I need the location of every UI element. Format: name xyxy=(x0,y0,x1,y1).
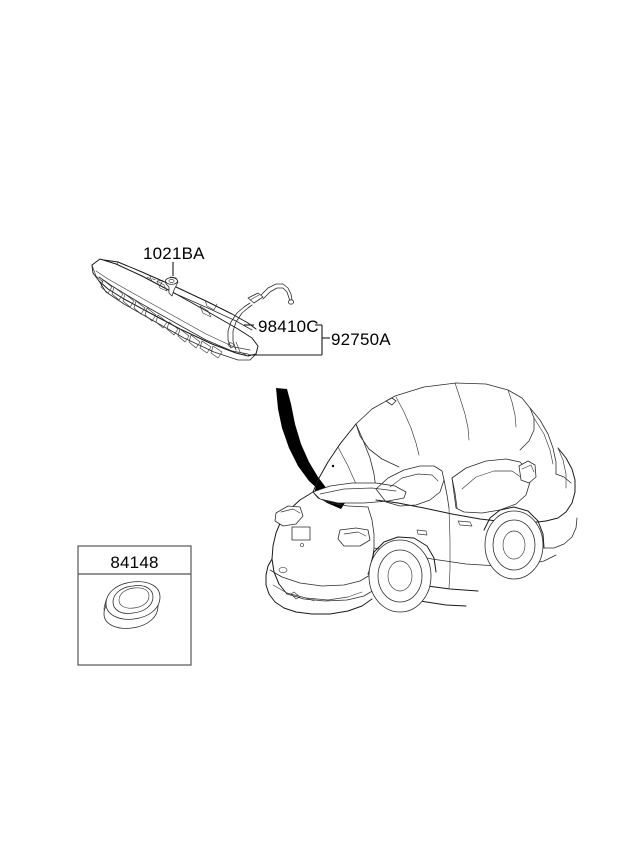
tail-lamp-right xyxy=(337,527,371,547)
rear-bumper-upper-crease xyxy=(269,569,371,587)
clip-head-center xyxy=(168,279,175,283)
stop-lamp-wire-harness xyxy=(227,283,294,351)
door-shut-line xyxy=(448,507,451,589)
side-mirror-glass xyxy=(521,464,535,473)
harness-wire-lower xyxy=(227,302,251,349)
harness-connector-seam xyxy=(249,294,260,301)
harness-terminal-end xyxy=(287,299,294,305)
clip-insertion-axis xyxy=(139,275,167,283)
b-pillar xyxy=(443,479,450,509)
part-label-98410c: 98410C xyxy=(258,317,319,336)
roof-seam-mid xyxy=(454,382,470,441)
front-door-window xyxy=(451,458,531,514)
front-fender-top xyxy=(545,447,576,522)
rear-quarter-window-inner xyxy=(389,473,439,488)
front-hood-edge xyxy=(555,473,572,484)
front-wheel-hub xyxy=(502,530,526,560)
rear-bumper-lower-crease xyxy=(272,584,363,601)
led-segment xyxy=(188,334,201,349)
windshield-a-pillar xyxy=(529,407,557,475)
hatch-marker-dot xyxy=(331,464,335,468)
callout-leader-bracket xyxy=(244,324,330,356)
vehicle-illustration xyxy=(265,382,578,615)
lamp-right-endcap xyxy=(235,341,249,357)
led-segment xyxy=(111,286,124,301)
lamp-bottom-lip xyxy=(98,280,257,361)
tailgate-handle-marker xyxy=(300,543,304,547)
roof-rear-left-edge xyxy=(355,423,400,468)
rear-wheel-rim xyxy=(377,549,423,603)
front-door-window-inner xyxy=(461,470,523,490)
tail-lamp-right-inner xyxy=(343,531,367,537)
inset-detail-box: 84148 xyxy=(77,545,192,666)
harness-wire-lower-2 xyxy=(232,304,253,351)
rear-wheel-arch xyxy=(369,536,437,573)
rear-spoiler-crease xyxy=(319,487,397,495)
part-label-1021ba: 1021BA xyxy=(143,244,205,263)
license-plate-recess xyxy=(291,526,311,541)
lamp-tab-right xyxy=(204,299,218,311)
hatch-glass-bottom-edge xyxy=(312,491,369,508)
bumper-detail-left xyxy=(290,591,301,600)
tailgate-left-edge xyxy=(271,491,314,595)
rear-wheel-hub xyxy=(387,560,413,592)
grommet-illustration xyxy=(103,581,161,629)
bumper-reflector-left xyxy=(278,567,288,573)
door-handle-rear xyxy=(416,529,428,536)
bumper-detail-mid xyxy=(305,597,315,602)
led-segment xyxy=(166,321,179,336)
led-segment xyxy=(177,328,190,343)
harness-wire-upper xyxy=(260,283,293,301)
grommet-inner-rim xyxy=(112,585,154,614)
clip-head xyxy=(165,277,178,285)
led-segment xyxy=(144,307,157,322)
rear-bumper-outline xyxy=(265,558,373,615)
roof-right-edge xyxy=(519,407,535,451)
lamp-top-rail-edge xyxy=(91,259,257,330)
roof-antenna-base xyxy=(385,397,397,406)
led-segment xyxy=(155,314,168,329)
roof-front-edge xyxy=(355,382,531,425)
front-fender-crease xyxy=(557,447,567,489)
inset-part-label-84148: 84148 xyxy=(110,553,158,572)
windshield-inner-line xyxy=(533,417,554,465)
lamp-mounting-boss xyxy=(156,280,168,292)
lamp-lens-upper-line xyxy=(95,270,251,351)
stop-lamp-clip xyxy=(139,275,179,297)
front-wheel-rim xyxy=(492,519,536,571)
lamp-endcap-hole xyxy=(227,342,235,348)
lamp-mounting-boss-2 xyxy=(199,305,212,318)
side-mirror xyxy=(518,460,537,484)
harness-connector-block xyxy=(247,292,264,304)
front-bumper-edge xyxy=(543,517,578,549)
high-mounted-stop-lamp-assembly xyxy=(91,258,259,361)
door-handle-front xyxy=(457,520,473,527)
lamp-left-endcap xyxy=(91,264,104,283)
hatch-glass-left-edge xyxy=(312,423,357,493)
tailgate-bottom-edge xyxy=(286,589,375,602)
tail-lamp-left-inner xyxy=(280,508,301,514)
roof-seam-right xyxy=(507,389,517,428)
front-tire xyxy=(484,510,544,580)
harness-wire-upper-2 xyxy=(262,287,291,303)
roof-seam-left xyxy=(395,396,420,456)
part-label-92750a: 92750A xyxy=(331,330,391,349)
grommet-center-opening xyxy=(118,587,150,609)
lamp-lens-parting-line xyxy=(98,276,249,355)
front-wheel-arch xyxy=(483,506,545,549)
pointer-arrow-to-vehicle xyxy=(276,388,327,492)
